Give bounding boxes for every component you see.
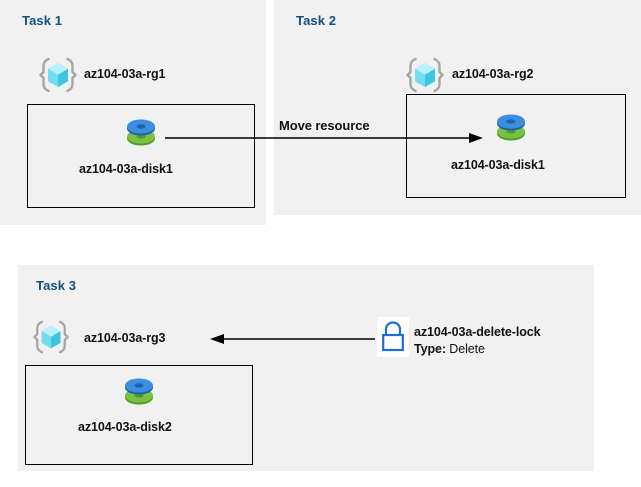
task3-disk-label: az104-03a-disk2: [78, 420, 172, 434]
delete-lock-type-key: Type:: [414, 342, 446, 356]
task1-title: Task 1: [22, 13, 63, 28]
task2-title: Task 2: [296, 13, 337, 28]
resource-group-cube-icon: [38, 55, 78, 95]
task1-disk-label: az104-03a-disk1: [79, 162, 173, 176]
move-resource-arrow: [165, 133, 483, 143]
task2-disk-label: az104-03a-disk1: [451, 158, 545, 172]
task1-panel: [0, 0, 266, 225]
resource-group-cube-icon: [405, 55, 445, 95]
task3-panel: [18, 265, 594, 471]
delete-lock-name-label: az104-03a-delete-lock: [414, 325, 541, 339]
delete-lock-type-value: Delete: [449, 342, 485, 356]
task2-resource-group-label: az104-03a-rg2: [452, 67, 534, 81]
move-resource-label: Move resource: [279, 118, 370, 133]
task2-panel: [274, 0, 641, 215]
managed-disk-icon: [120, 372, 158, 410]
managed-disk-icon: [122, 113, 160, 151]
padlock-icon: [377, 317, 409, 357]
resource-group-cube-icon: [32, 318, 70, 356]
delete-lock-type-label: Type: Delete: [414, 342, 485, 356]
task3-disk-box: [25, 365, 253, 465]
task3-title: Task 3: [36, 278, 77, 293]
task2-disk-box: [406, 94, 626, 198]
task3-resource-group-label: az104-03a-rg3: [84, 331, 166, 345]
managed-disk-icon: [492, 108, 530, 146]
task1-resource-group-label: az104-03a-rg1: [84, 67, 166, 81]
delete-lock-arrow: [210, 334, 375, 344]
task1-disk-box: [27, 104, 255, 208]
